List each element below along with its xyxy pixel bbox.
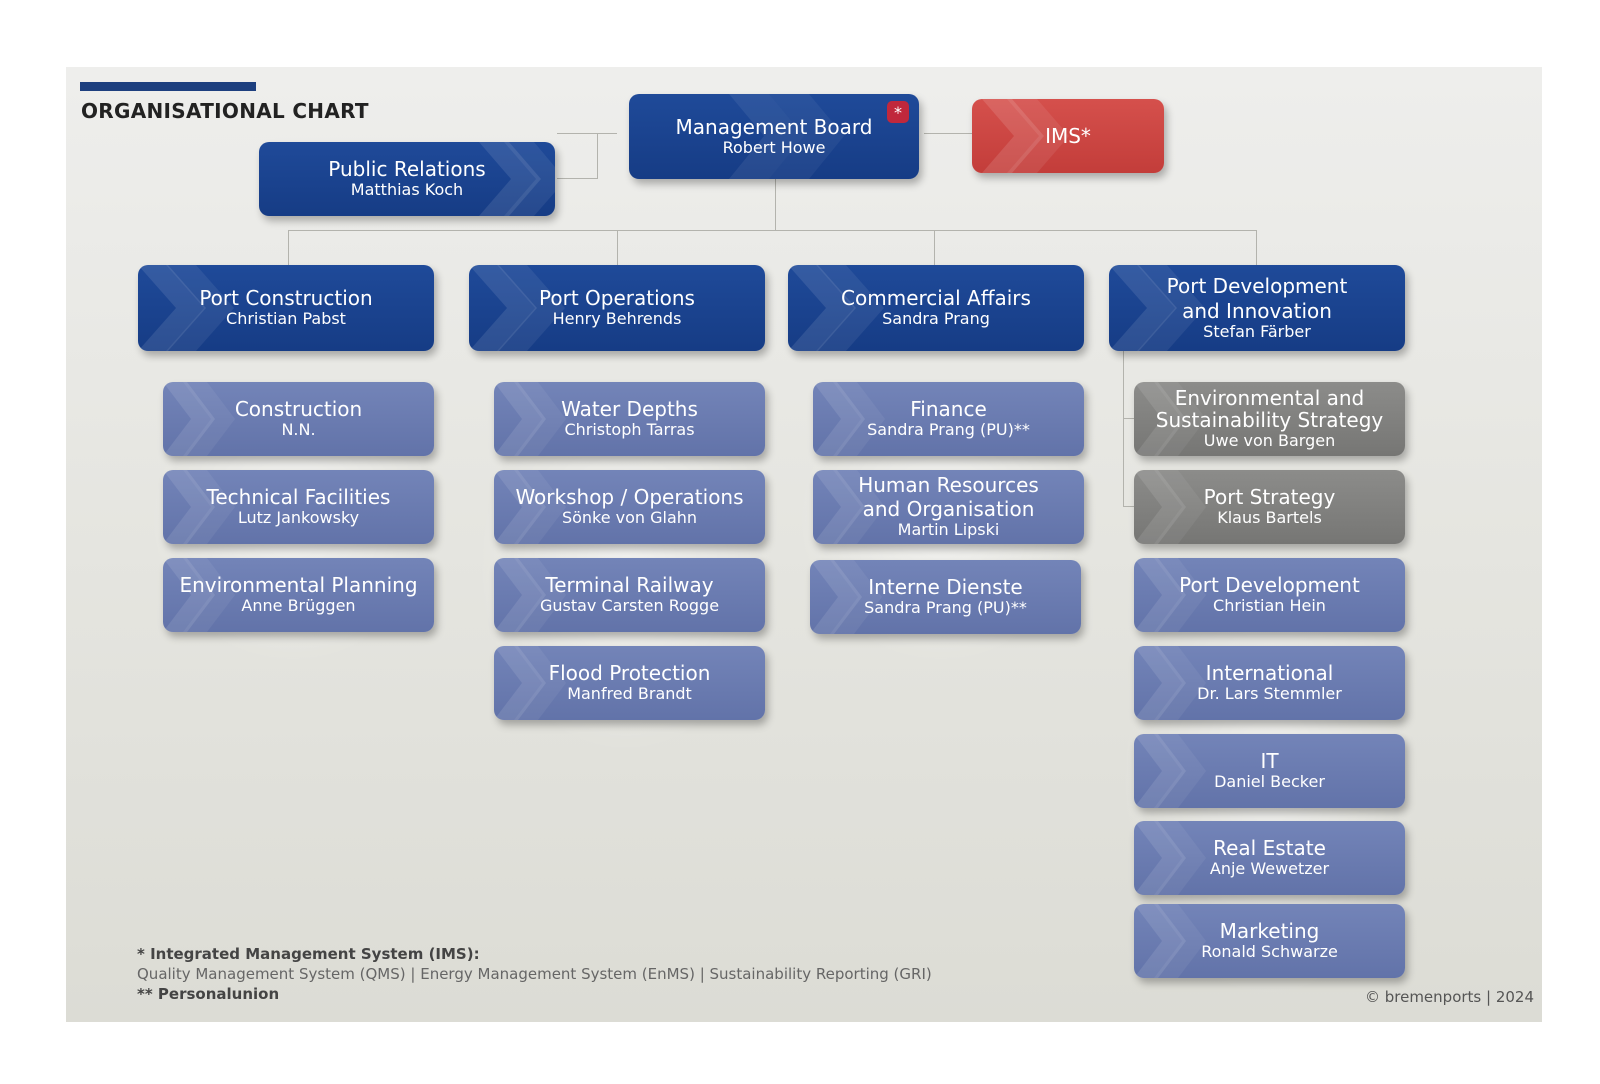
connector-pr-v <box>597 133 598 179</box>
division-port-construction[interactable]: Port Construction Christian Pabst <box>138 265 434 351</box>
division-title: Port Operations <box>539 286 695 310</box>
connector-staff-2 <box>1123 506 1135 507</box>
unit-person: Ronald Schwarze <box>1201 942 1338 961</box>
ims-star-badge: * <box>887 101 909 123</box>
division-person: Henry Behrends <box>552 309 682 328</box>
connector-div2 <box>617 230 618 265</box>
unit-title: Interne Dienste <box>868 575 1023 599</box>
unit-title: International <box>1205 661 1334 685</box>
unit-title: Real Estate <box>1213 836 1326 860</box>
unit-title-line2: and Organisation <box>862 497 1035 521</box>
unit-environmental-planning[interactable]: Environmental Planning Anne Brüggen <box>163 558 434 632</box>
unit-water-depths[interactable]: Water Depths Christoph Tarras <box>494 382 765 456</box>
unit-interne-dienste[interactable]: Interne Dienste Sandra Prang (PU)** <box>810 560 1081 634</box>
unit-person: Sönke von Glahn <box>561 508 698 527</box>
unit-workshop-operations[interactable]: Workshop / Operations Sönke von Glahn <box>494 470 765 544</box>
management-board-person: Robert Howe <box>722 137 826 157</box>
title-accent-bar <box>80 82 256 91</box>
unit-it[interactable]: IT Daniel Becker <box>1134 734 1405 808</box>
unit-title: Finance <box>910 397 987 421</box>
unit-person: Daniel Becker <box>1214 772 1325 791</box>
unit-title-line1: Environmental and <box>1174 386 1365 410</box>
unit-person: Anje Wewetzer <box>1209 859 1330 878</box>
unit-title-line1: Human Resources <box>858 473 1039 497</box>
unit-real-estate[interactable]: Real Estate Anje Wewetzer <box>1134 821 1405 895</box>
unit-construction[interactable]: Construction N.N. <box>163 382 434 456</box>
division-title-line2: and Innovation <box>1182 298 1332 323</box>
unit-port-development[interactable]: Port Development Christian Hein <box>1134 558 1405 632</box>
unit-title: Port Strategy <box>1203 485 1336 509</box>
unit-person: N.N. <box>281 420 316 439</box>
unit-person: Manfred Brandt <box>567 684 692 703</box>
unit-title: Technical Facilities <box>206 485 391 509</box>
division-commercial-affairs[interactable]: Commercial Affairs Sandra Prang <box>788 265 1084 351</box>
unit-title: Water Depths <box>561 397 698 421</box>
unit-person: Lutz Jankowsky <box>237 508 360 527</box>
unit-title: Terminal Railway <box>545 573 714 597</box>
connector-divisions-h <box>288 230 1257 231</box>
connector-ims <box>924 133 972 134</box>
unit-title: Marketing <box>1219 919 1320 943</box>
unit-person: Anne Brüggen <box>241 596 356 615</box>
division-port-development-innovation[interactable]: Port Development and Innovation Stefan F… <box>1109 265 1405 351</box>
connector-board-down <box>775 178 776 230</box>
division-person: Sandra Prang <box>882 309 990 328</box>
chart-title: ORGANISATIONAL CHART <box>81 99 369 123</box>
unit-finance[interactable]: Finance Sandra Prang (PU)** <box>813 382 1084 456</box>
unit-human-resources[interactable]: Human Resources and Organisation Martin … <box>813 470 1084 544</box>
unit-title: Construction <box>234 397 363 421</box>
division-person: Stefan Färber <box>1203 321 1311 341</box>
staff-unit-port-strategy[interactable]: Port Strategy Klaus Bartels <box>1134 470 1405 544</box>
unit-title: Port Development <box>1179 573 1360 597</box>
connector-staff-1 <box>1123 418 1135 419</box>
connector-div1 <box>288 230 289 265</box>
public-relations-box[interactable]: Public Relations Matthias Koch <box>259 142 555 216</box>
staff-unit-environmental-sustainability[interactable]: Environmental and Sustainability Strateg… <box>1134 382 1405 456</box>
unit-person: Christoph Tarras <box>564 420 695 439</box>
unit-person: Dr. Lars Stemmler <box>1197 684 1342 703</box>
unit-person: Martin Lipski <box>897 520 1000 539</box>
division-title-line1: Port Development <box>1166 273 1348 298</box>
connector-pr-h <box>557 133 617 134</box>
connector-div4 <box>1256 230 1257 265</box>
footnote-ims-heading: * Integrated Management System (IMS): <box>137 945 480 963</box>
unit-flood-protection[interactable]: Flood Protection Manfred Brandt <box>494 646 765 720</box>
unit-person: Uwe von Bargen <box>1203 431 1336 450</box>
division-title: Port Construction <box>199 286 373 310</box>
management-board-title: Management Board <box>675 114 873 139</box>
connector-staff-v <box>1123 350 1124 507</box>
division-person: Christian Pabst <box>226 309 346 328</box>
unit-title: Environmental Planning <box>179 573 418 597</box>
unit-international[interactable]: International Dr. Lars Stemmler <box>1134 646 1405 720</box>
division-port-operations[interactable]: Port Operations Henry Behrends <box>469 265 765 351</box>
unit-title: Workshop / Operations <box>515 485 744 509</box>
division-title: Commercial Affairs <box>841 286 1031 310</box>
footnote-personalunion: ** Personalunion <box>137 985 280 1003</box>
copyright: © bremenports | 2024 <box>1364 988 1534 1006</box>
ims-title: IMS* <box>1045 124 1091 148</box>
connector-pr-stub <box>557 178 598 179</box>
footnote-ims-systems: Quality Management System (QMS) | Energy… <box>137 965 932 983</box>
unit-title-line2: Sustainability Strategy <box>1155 408 1384 432</box>
unit-person: Christian Hein <box>1213 596 1326 615</box>
management-board-box[interactable]: * Management Board Robert Howe <box>629 94 919 179</box>
unit-person: Gustav Carsten Rogge <box>539 596 720 615</box>
unit-technical-facilities[interactable]: Technical Facilities Lutz Jankowsky <box>163 470 434 544</box>
unit-terminal-railway[interactable]: Terminal Railway Gustav Carsten Rogge <box>494 558 765 632</box>
public-relations-person: Matthias Koch <box>350 180 464 199</box>
ims-box[interactable]: IMS* <box>972 99 1164 173</box>
unit-person: Klaus Bartels <box>1217 508 1322 527</box>
unit-title: Flood Protection <box>548 661 711 685</box>
connector-div3 <box>934 230 935 265</box>
public-relations-title: Public Relations <box>328 157 486 181</box>
unit-person: Sandra Prang (PU)** <box>867 420 1030 439</box>
unit-person: Sandra Prang (PU)** <box>864 598 1027 617</box>
unit-title: IT <box>1260 749 1279 773</box>
unit-marketing[interactable]: Marketing Ronald Schwarze <box>1134 904 1405 978</box>
